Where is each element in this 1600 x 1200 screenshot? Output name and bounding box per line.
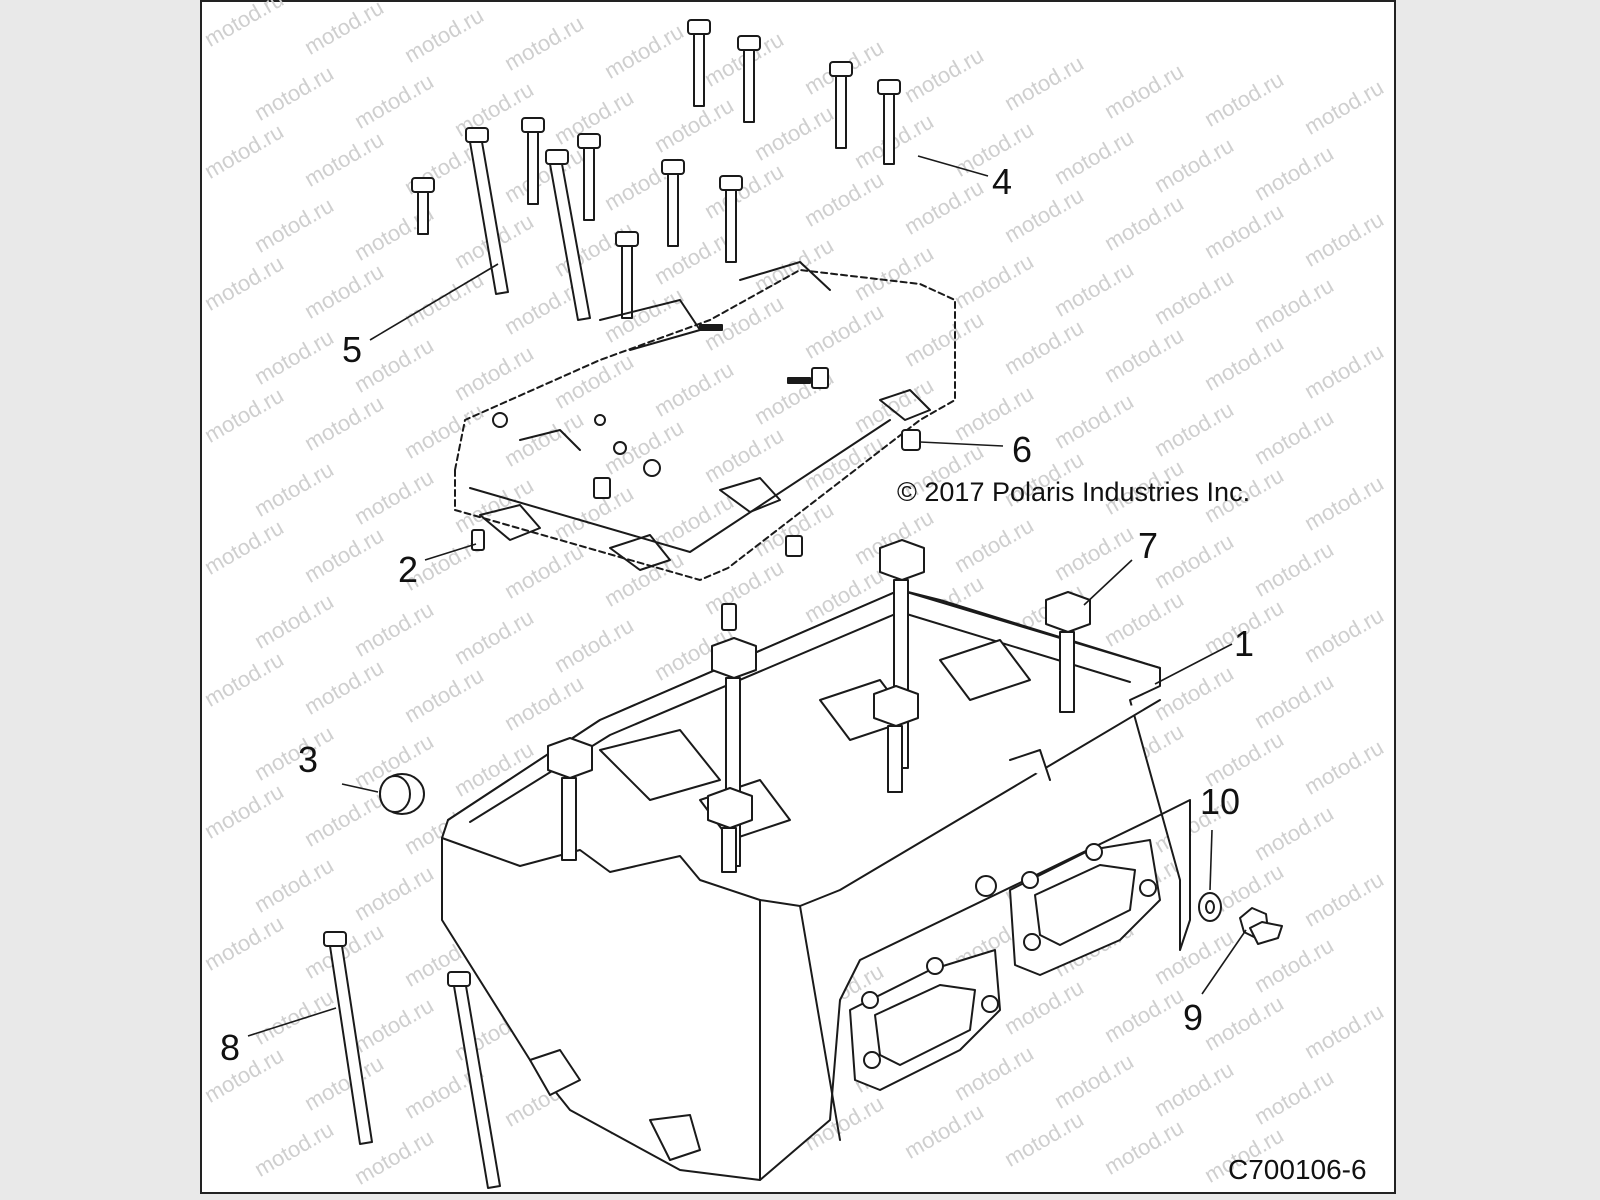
stud-item-8 [323,931,501,1189]
washer-item-10 [1198,892,1222,922]
callout-7: 7 [1138,525,1159,566]
callout-5: 5 [342,329,363,370]
bolt-item-9 [1239,907,1283,945]
callout-10: 10 [1200,781,1241,822]
bolt-item-4 [411,19,901,319]
exhaust-ports [849,839,1161,1091]
dowel-pins [471,367,921,631]
callout-8: 8 [220,1027,241,1068]
callout-3: 3 [298,739,319,780]
plug-item-3 [379,773,425,815]
callout-4: 4 [992,161,1013,202]
copyright-notice: © 2017 Polaris Industries Inc. [897,477,1251,507]
leader-lines [247,155,1247,1037]
callout-6: 6 [1012,429,1033,470]
bolt-item-5 [465,127,591,321]
bolt-item-7 [547,539,1091,873]
callout-9: 9 [1183,997,1204,1038]
camshaft-carrier [454,261,956,581]
figure-code: C700106-6 [1228,1154,1367,1185]
callout-2: 2 [398,549,419,590]
cylinder-head [441,589,1191,1181]
callout-1: 1 [1234,623,1255,664]
